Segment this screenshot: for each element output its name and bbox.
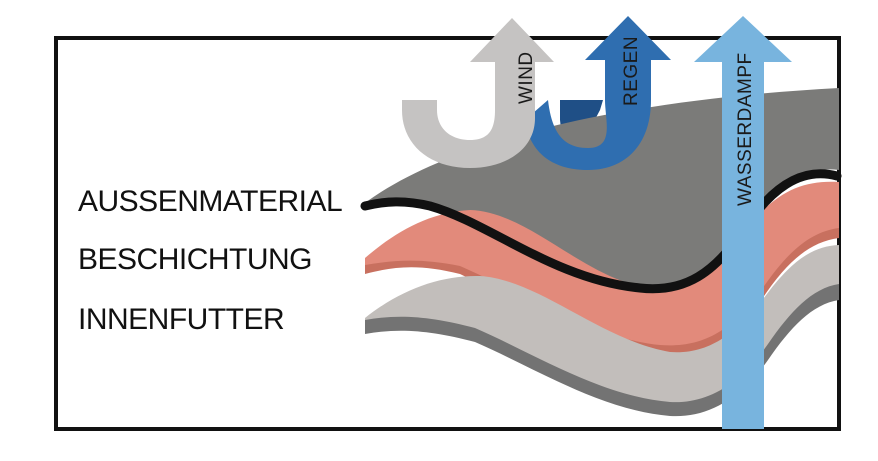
vapor-arrow xyxy=(694,16,792,429)
lining-label: INNENFUTTER xyxy=(78,303,284,336)
coating-label: BESCHICHTUNG xyxy=(78,243,312,276)
rain-arrow-label: REGEN xyxy=(621,36,642,106)
outer-material-label: AUSSENMATERIAL xyxy=(78,185,342,218)
outer-material-edge xyxy=(360,169,842,294)
outer-material-layer xyxy=(365,88,839,291)
rain-arrow xyxy=(525,16,671,170)
lining-layer xyxy=(365,245,839,411)
vapor-arrow-label: WASSERDAMPF xyxy=(735,52,756,206)
lining-layer-edge xyxy=(365,284,839,417)
wind-arrow xyxy=(402,18,554,168)
wind-arrow-label: WIND xyxy=(516,51,537,104)
